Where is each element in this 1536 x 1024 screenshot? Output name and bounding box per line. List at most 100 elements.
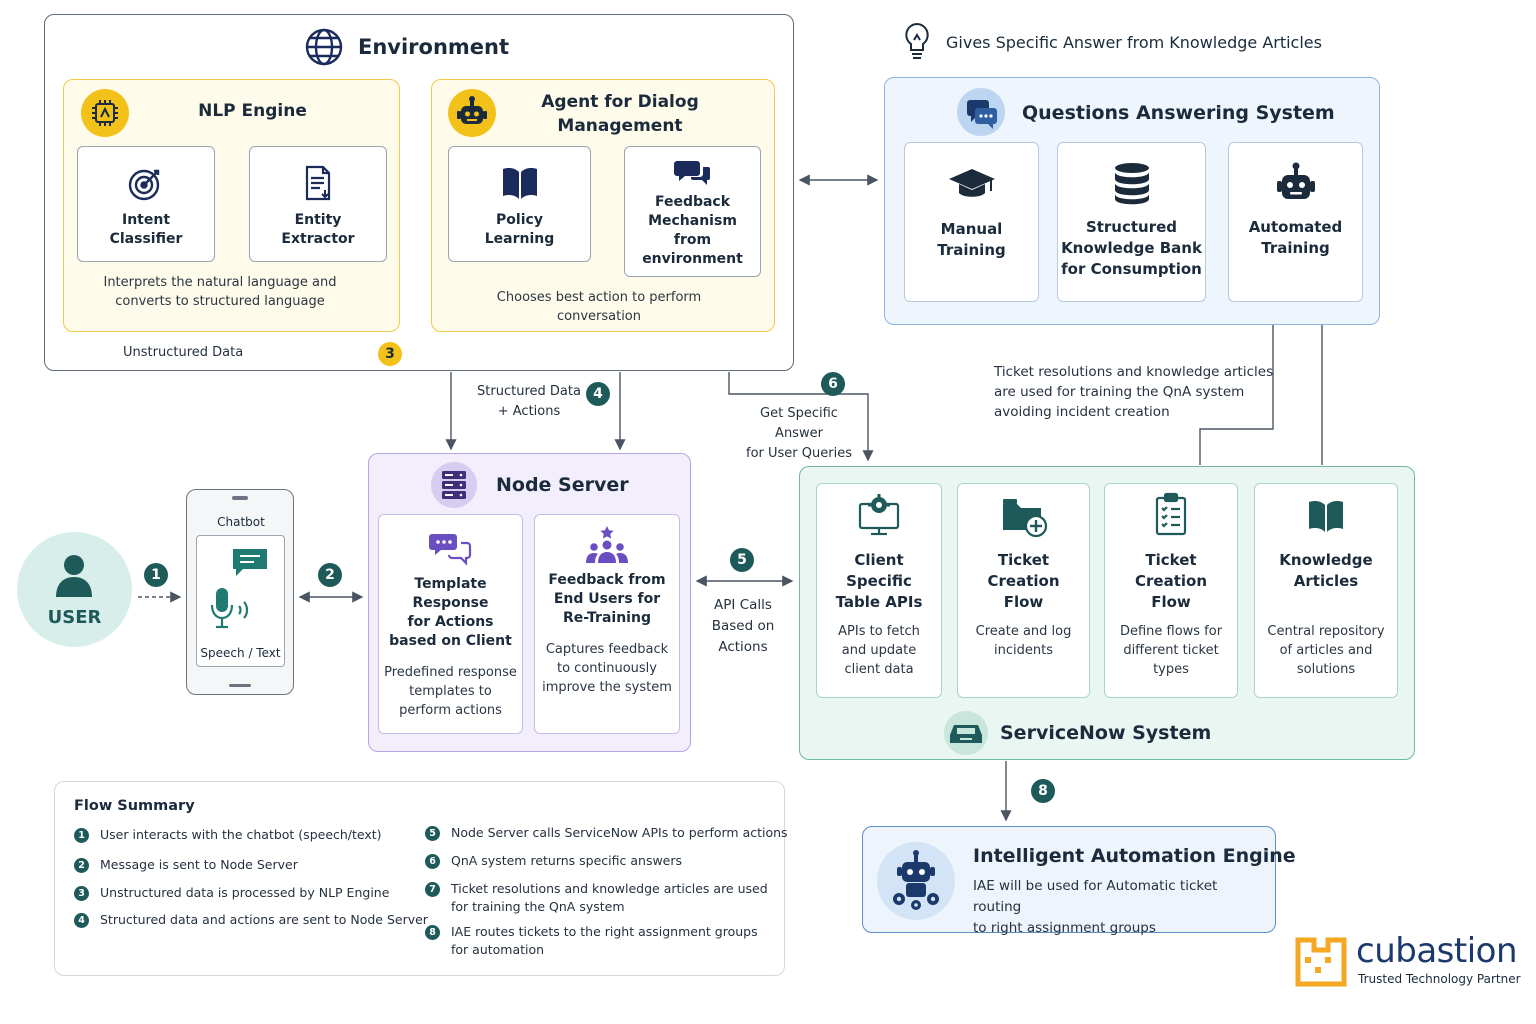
knowledge-articles-card: Knowledge Articles Central repository of… (1254, 483, 1398, 698)
automated-training-label: Automated Training (1248, 218, 1343, 257)
client-apis-desc: APIs to fetch and update client data (838, 624, 920, 677)
brand-tagline: Trusted Technology Partner (1358, 972, 1521, 986)
client-apis-card: Client Specific Table APIs APIs to fetch… (816, 483, 942, 698)
iae-description: IAE will be used for Automatic ticket ro… (973, 878, 1218, 936)
ticket-creation-desc-2: Define flows for different ticket types (1119, 624, 1223, 677)
template-response-desc: Predefined response templates to perform… (384, 665, 517, 718)
summary-num-3: 3 (74, 886, 89, 901)
knowledge-bank-card: Structured Knowledge Bank for Consumptio… (1057, 142, 1206, 302)
template-response-card: Template Response for Actions based on C… (378, 514, 523, 734)
step-badge-3: 3 (378, 342, 402, 366)
database-icon (1114, 163, 1149, 205)
folder-plus-icon (1002, 499, 1047, 538)
chip-icon (81, 89, 129, 137)
robot-head-icon (1276, 162, 1315, 199)
nlp-engine-title: NLP Engine (198, 101, 307, 121)
summary-num-6: 6 (425, 854, 440, 869)
summary-item-6: QnA system returns specific answers (451, 853, 683, 868)
knowledge-bank-label: Structured Knowledge Bank for Consumptio… (1061, 218, 1202, 278)
summary-item-2: Message is sent to Node Server (100, 857, 298, 872)
template-response-label: Template Response for Actions based on C… (389, 576, 512, 649)
brand-name: cubastion (1356, 931, 1518, 971)
summary-num-4: 4 (74, 913, 89, 928)
summary-num-7: 7 (425, 882, 440, 897)
feedback-retraining-desc: Captures feedback to continuously improv… (542, 642, 672, 695)
summary-num-8: 8 (425, 925, 440, 940)
policy-learning-card: Policy Learning (448, 146, 591, 262)
structured-data-label: Structured Data + Actions (477, 384, 581, 419)
book-icon (502, 168, 537, 199)
automated-training-card: Automated Training (1228, 142, 1363, 302)
feedback-retraining-card: Feedback from End Users for Re-Training … (534, 514, 680, 734)
feedback-retraining-label: Feedback from End Users for Re-Training (548, 572, 666, 626)
step-badge-4: 4 (586, 382, 610, 406)
users-star-icon (586, 526, 628, 563)
lightbulb-icon (901, 20, 933, 62)
step-badge-1: 1 (144, 563, 168, 587)
phone-speaker (232, 496, 248, 500)
message-icon (230, 546, 270, 580)
knowledge-articles-desc: Central repository of articles and solut… (1267, 624, 1385, 677)
get-answer-arrow (728, 372, 874, 462)
knowledge-articles-label: Knowledge Articles (1279, 551, 1373, 590)
iae-title: Intelligent Automation Engine (973, 845, 1296, 867)
summary-num-5: 5 (425, 826, 440, 841)
intent-classifier-label: Intent Classifier (109, 212, 183, 247)
unstructured-data-label: Unstructured Data (123, 345, 244, 360)
flow-summary-panel (54, 781, 785, 976)
servicenow-title: ServiceNow System (1000, 722, 1212, 744)
summary-num-1: 1 (74, 828, 89, 843)
open-book-icon (1309, 501, 1343, 532)
template-chat-icon (428, 534, 471, 566)
client-apis-label: Client Specific Table APIs (835, 551, 923, 611)
ticket-creation-label-1: Ticket Creation Flow (987, 551, 1060, 611)
summary-item-4: Structured data and actions are sent to … (100, 912, 428, 927)
iae-robot-icon (877, 842, 955, 920)
step-badge-5: 5 (730, 548, 754, 572)
training-arrow-1 (1199, 305, 1279, 465)
microphone-icon (206, 585, 256, 633)
server-icon (431, 462, 477, 508)
summary-item-7: Ticket resolutions and knowledge article… (451, 881, 768, 914)
chatbot-label: Chatbot (217, 515, 265, 529)
manual-training-card: Manual Training (904, 142, 1039, 302)
api-calls-label: API Calls Based on Actions (711, 597, 775, 655)
environment-title: Environment (358, 35, 510, 59)
feedback-mechanism-card: Feedback Mechanism from environment (624, 146, 761, 277)
ticket-creation-card-2: Ticket Creation Flow Define flows for di… (1104, 483, 1238, 698)
flow-summary-title: Flow Summary (74, 798, 195, 814)
agent-dialog-description: Chooses best action to perform conversat… (496, 290, 702, 324)
nlp-engine-description: Interprets the natural language and conv… (103, 275, 337, 309)
policy-learning-label: Policy Learning (484, 212, 555, 247)
qa-system-title: Questions Answering System (1022, 102, 1335, 124)
summary-item-3: Unstructured data is processed by NLP En… (100, 885, 390, 900)
speech-text-label: Speech / Text (200, 646, 281, 660)
step-badge-8: 8 (1031, 779, 1055, 803)
document-icon (305, 165, 331, 201)
entity-extractor-label: Entity Extractor (281, 212, 355, 247)
agent-dialog-title: Agent for Dialog Management (541, 92, 699, 136)
phone-home-bar (229, 684, 251, 687)
summary-item-5: Node Server calls ServiceNow APIs to per… (451, 825, 788, 840)
step-badge-6: 6 (821, 372, 845, 396)
clipboard-checklist-icon (1155, 492, 1187, 536)
summary-item-8: IAE routes tickets to the right assignme… (451, 924, 758, 957)
manual-training-label: Manual Training (937, 220, 1006, 259)
person-icon (53, 553, 95, 599)
ticket-training-label: Ticket resolutions and knowledge article… (994, 364, 1274, 420)
step-badge-2: 2 (318, 563, 342, 587)
node-server-title: Node Server (496, 474, 629, 496)
graduation-cap-icon (948, 169, 995, 197)
get-answer-label: Get Specific Answer for User Queries (746, 406, 852, 461)
ticket-creation-desc-1: Create and log incidents (975, 624, 1072, 658)
ticket-creation-label-2: Ticket Creation Flow (1135, 551, 1207, 611)
entity-extractor-card: Entity Extractor (249, 146, 387, 262)
summary-num-2: 2 (74, 858, 89, 873)
qa-header-text: Gives Specific Answer from Knowledge Art… (946, 33, 1322, 52)
ticket-creation-card-1: Ticket Creation Flow Create and log inci… (957, 483, 1090, 698)
qa-chat-icon (957, 88, 1005, 136)
intent-classifier-card: Intent Classifier (77, 146, 215, 262)
chat-bubbles-icon (673, 161, 710, 185)
summary-item-1: User interacts with the chatbot (speech/… (100, 827, 382, 842)
